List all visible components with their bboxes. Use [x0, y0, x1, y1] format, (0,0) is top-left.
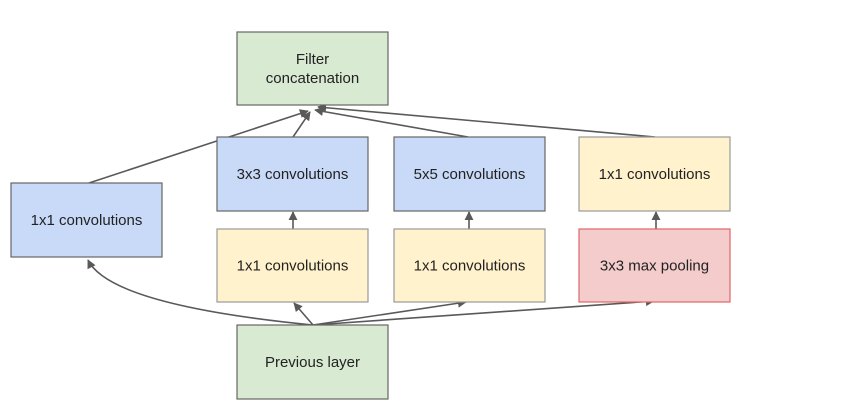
node-box [393, 136, 546, 212]
edge-previous-to-branch3 [312, 298, 467, 326]
node-label: 1x1 convolutions [237, 258, 349, 275]
node-box [578, 228, 731, 303]
node-label-line: 3x3 max pooling [600, 258, 709, 275]
node-branch2-1x1-convolutions: 1x1 convolutions [216, 228, 369, 303]
node-label: 1x1 convolutions [414, 258, 526, 275]
node-branch3-1x1-convolutions: 1x1 convolutions [393, 228, 546, 303]
node-label: Filter concatenation [266, 51, 359, 87]
node-box [578, 136, 731, 212]
node-label-line: 1x1 convolutions [237, 258, 349, 275]
node-branch1-1x1-convolutions: 1x1 convolutions [10, 182, 163, 258]
node-previous-layer: Previous layer [236, 324, 389, 400]
edge-branch4-to-concat [317, 103, 656, 138]
node-label-line: concatenation [266, 70, 359, 87]
node-label-line: Filter [296, 51, 329, 68]
node-label-line: 3x3 convolutions [237, 166, 349, 183]
node-label: 3x3 convolutions [237, 166, 349, 183]
node-box [216, 228, 369, 303]
node-branch2-3x3-convolutions: 3x3 convolutions [216, 136, 369, 212]
node-filter-concatenation: Filter concatenation [236, 31, 389, 106]
edge-previous-to-branch1 [87, 259, 314, 326]
node-label-line: Previous layer [265, 354, 360, 371]
edge-branch1-to-concat [88, 109, 309, 184]
node-branch3-5x5-convolutions: 5x5 convolutions [393, 136, 546, 212]
node-label: 5x5 convolutions [414, 166, 526, 183]
node-box [216, 136, 369, 212]
edge-branch2-to-concat [292, 111, 311, 138]
node-label-line: 1x1 convolutions [31, 212, 143, 229]
node-box [236, 31, 389, 106]
node-label-line: 1x1 convolutions [414, 258, 526, 275]
node-label: Previous layer [265, 354, 360, 371]
node-branch4-1x1-convolutions: 1x1 convolutions [578, 136, 731, 212]
edges [87, 103, 661, 326]
node-box [10, 182, 163, 258]
node-label: 1x1 convolutions [31, 212, 143, 229]
node-label-line: 1x1 convolutions [599, 166, 711, 183]
edge-branch3-to-concat [314, 106, 469, 138]
node-label: 1x1 convolutions [599, 166, 711, 183]
node-label-line: 5x5 convolutions [414, 166, 526, 183]
node-label: 3x3 max pooling [600, 258, 709, 275]
node-box [393, 228, 546, 303]
edge-previous-to-branch4 [312, 297, 655, 326]
node-box [236, 324, 389, 400]
edge-previous-to-branch2 [293, 302, 314, 326]
node-branch4-3x3-max-pooling: 3x3 max pooling [578, 228, 731, 303]
